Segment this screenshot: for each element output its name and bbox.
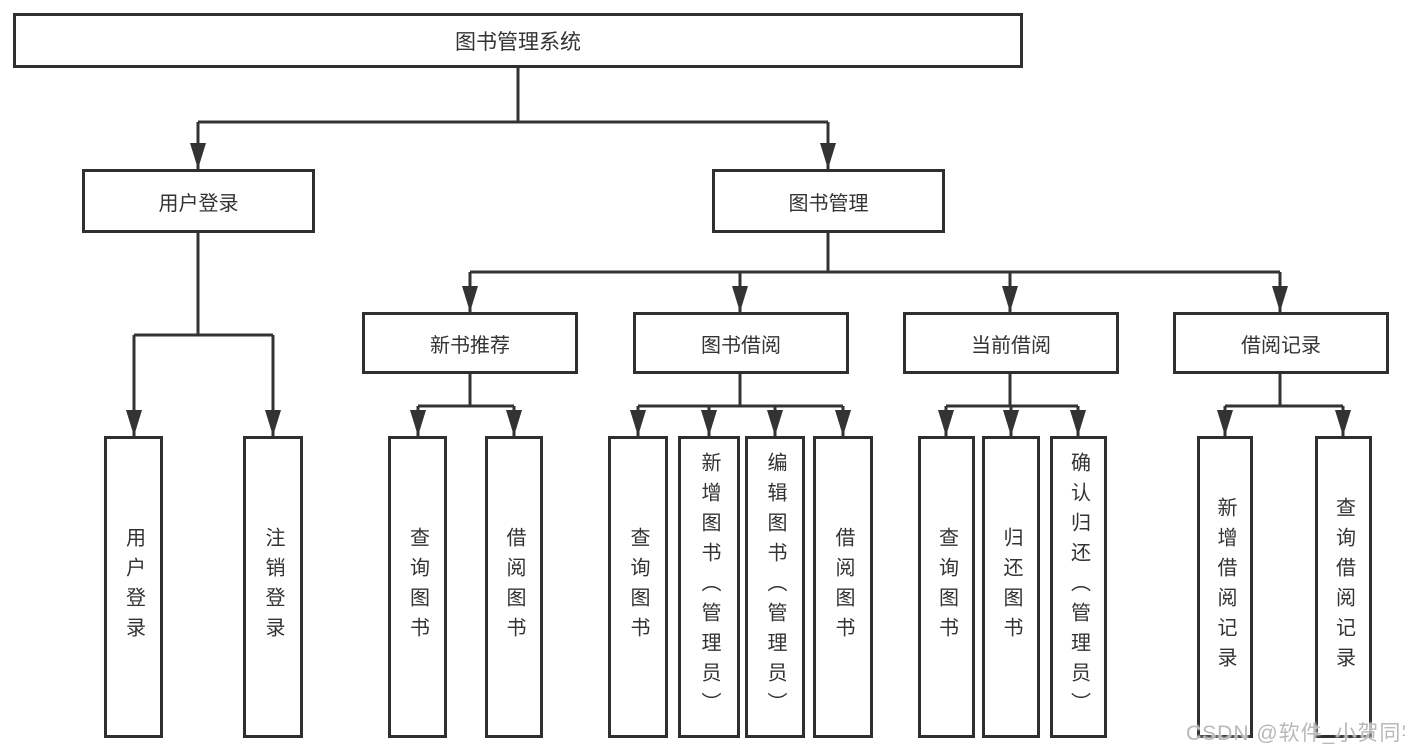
node-root-label: 图书管理系统 (455, 30, 581, 54)
leaf-cb-return-books-label: 归还图书 (1000, 527, 1022, 647)
leaf-br-add-borrow-record: 新增借阅记录 (1197, 436, 1253, 738)
node-book-management: 图书管理 (712, 169, 945, 233)
leaf-bb-edit-books-admin: 编辑图书（管理员） (745, 436, 805, 738)
leaf-user-login-label: 用户登录 (122, 527, 145, 647)
leaf-nbr-query-books-label: 查询图书 (406, 527, 429, 647)
leaf-bb-query-books: 查询图书 (608, 436, 668, 738)
leaf-logout-label: 注销登录 (262, 527, 284, 647)
leaf-cb-query-books-label: 查询图书 (935, 527, 958, 647)
leaf-br-query-borrow-record: 查询借阅记录 (1315, 436, 1372, 738)
leaf-bb-add-books-admin: 新增图书（管理员） (678, 436, 740, 738)
node-book-management-label: 图书管理 (788, 192, 869, 215)
node-borrow-records: 借阅记录 (1173, 312, 1389, 374)
node-user-login-branch: 用户登录 (82, 169, 315, 233)
leaf-nbr-borrow-books-label: 借阅图书 (503, 527, 525, 647)
leaf-br-add-borrow-record-label: 新增借阅记录 (1214, 497, 1236, 677)
node-new-book-recommend: 新书推荐 (362, 312, 578, 374)
node-current-borrow-label: 当前借阅 (971, 334, 1051, 357)
node-book-borrow-label: 图书借阅 (701, 334, 781, 357)
node-current-borrow: 当前借阅 (903, 312, 1119, 374)
leaf-bb-query-books-label: 查询图书 (627, 527, 649, 647)
leaf-cb-confirm-return-admin: 确认归还（管理员） (1050, 436, 1107, 738)
leaf-bb-borrow-books-label: 借阅图书 (832, 527, 854, 647)
leaf-cb-confirm-return-admin-label: 确认归还（管理员） (1067, 452, 1090, 722)
leaf-cb-return-books: 归还图书 (982, 436, 1040, 738)
leaf-bb-add-books-admin-label: 新增图书（管理员） (698, 452, 720, 722)
node-book-borrow: 图书借阅 (633, 312, 849, 374)
node-new-book-recommend-label: 新书推荐 (430, 334, 510, 357)
node-borrow-records-label: 借阅记录 (1241, 334, 1321, 357)
connector-lines (134, 68, 1343, 408)
leaf-cb-query-books: 查询图书 (918, 436, 975, 738)
node-user-login-branch-label: 用户登录 (158, 192, 239, 215)
watermark: CSDN @软件_小贺同学 (1186, 722, 1405, 745)
leaf-nbr-borrow-books: 借阅图书 (485, 436, 543, 738)
leaf-br-query-borrow-record-label: 查询借阅记录 (1332, 497, 1355, 677)
leaf-bb-edit-books-admin-label: 编辑图书（管理员） (764, 452, 786, 722)
leaf-user-login: 用户登录 (104, 436, 163, 738)
leaf-logout: 注销登录 (243, 436, 303, 738)
node-root: 图书管理系统 (13, 13, 1023, 68)
leaf-bb-borrow-books: 借阅图书 (813, 436, 873, 738)
leaf-nbr-query-books: 查询图书 (388, 436, 447, 738)
